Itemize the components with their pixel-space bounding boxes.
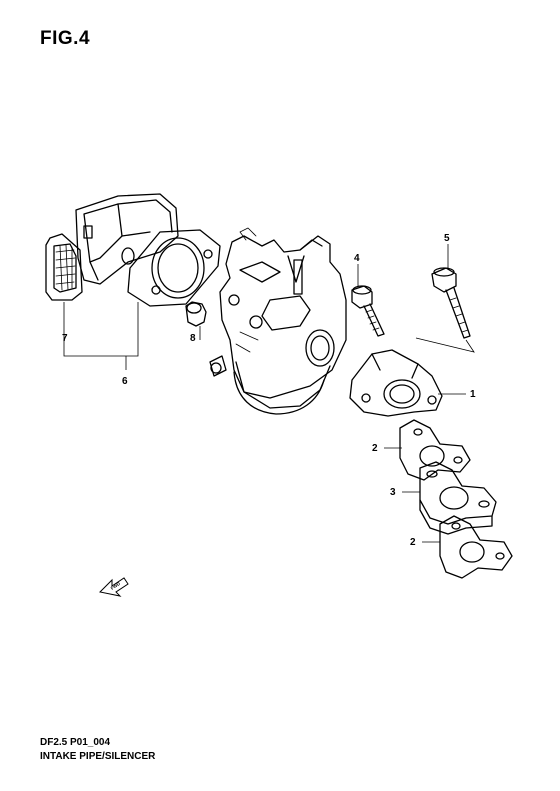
- part-3-insulator[interactable]: [419, 461, 497, 535]
- callout-2-lower: 2: [410, 537, 416, 548]
- part-2-gasket-lower[interactable]: [439, 515, 513, 579]
- part-2-gasket-upper[interactable]: [399, 419, 471, 481]
- figure-description: INTAKE PIPE/SILENCER: [40, 751, 156, 762]
- callout-3: 3: [390, 487, 396, 498]
- part-4-bolt[interactable]: [351, 285, 385, 337]
- forward-arrow-icon: FWD: [98, 577, 129, 597]
- figure-code: DF2.5 P01_004: [40, 737, 111, 748]
- callout-7: 7: [62, 333, 68, 344]
- part-1-intake-manifold[interactable]: [349, 349, 443, 417]
- callout-8: 8: [190, 333, 196, 344]
- carburetor-assembly: [209, 227, 347, 415]
- part-8-collar[interactable]: [185, 301, 207, 327]
- callout-6: 6: [122, 376, 128, 387]
- callout-2-upper: 2: [372, 443, 378, 454]
- figure-title: FIG.4: [40, 28, 91, 49]
- callout-1: 1: [470, 389, 476, 400]
- callout-5: 5: [444, 233, 450, 244]
- part-5-bolt[interactable]: [431, 267, 471, 339]
- callout-4: 4: [354, 253, 360, 264]
- part-7-intake-grille[interactable]: [45, 233, 83, 301]
- forward-label: FWD: [110, 581, 122, 591]
- leader-lines: [63, 244, 475, 543]
- part-6-silencer-case[interactable]: [75, 193, 221, 307]
